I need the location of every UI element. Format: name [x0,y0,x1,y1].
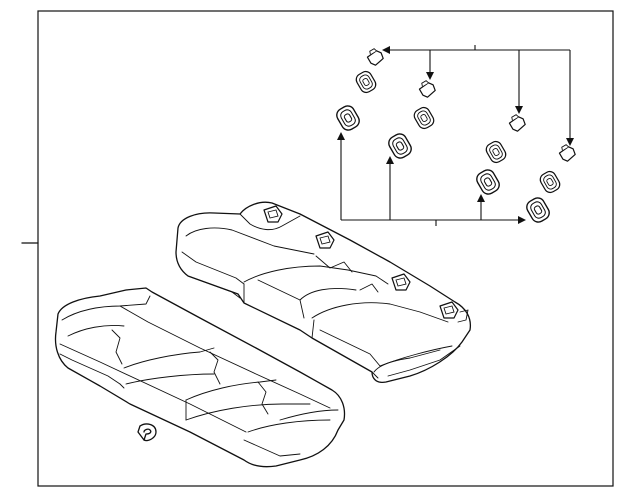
clip-tab-icon [366,48,384,66]
rear-seat-cushion [54,287,346,468]
diagram-frame [37,10,614,487]
clip-tab-icon [558,144,576,162]
clip-ring-icon [526,197,550,223]
clip-ring-icon [355,70,377,94]
hook-clip-icon [137,423,157,442]
clip-ring-icon [485,140,507,164]
clip-tab-icon [508,114,526,132]
clip-ring-icon [388,133,412,159]
callout-lines [337,45,574,226]
retainer-clips [336,48,576,223]
clip-ring-icon [476,169,500,195]
clip-tab-icon [418,80,436,98]
clip-ring-icon [336,105,360,131]
clip-ring-icon [539,170,561,194]
clip-ring-icon [413,106,435,130]
rear-seat-back [175,201,472,384]
